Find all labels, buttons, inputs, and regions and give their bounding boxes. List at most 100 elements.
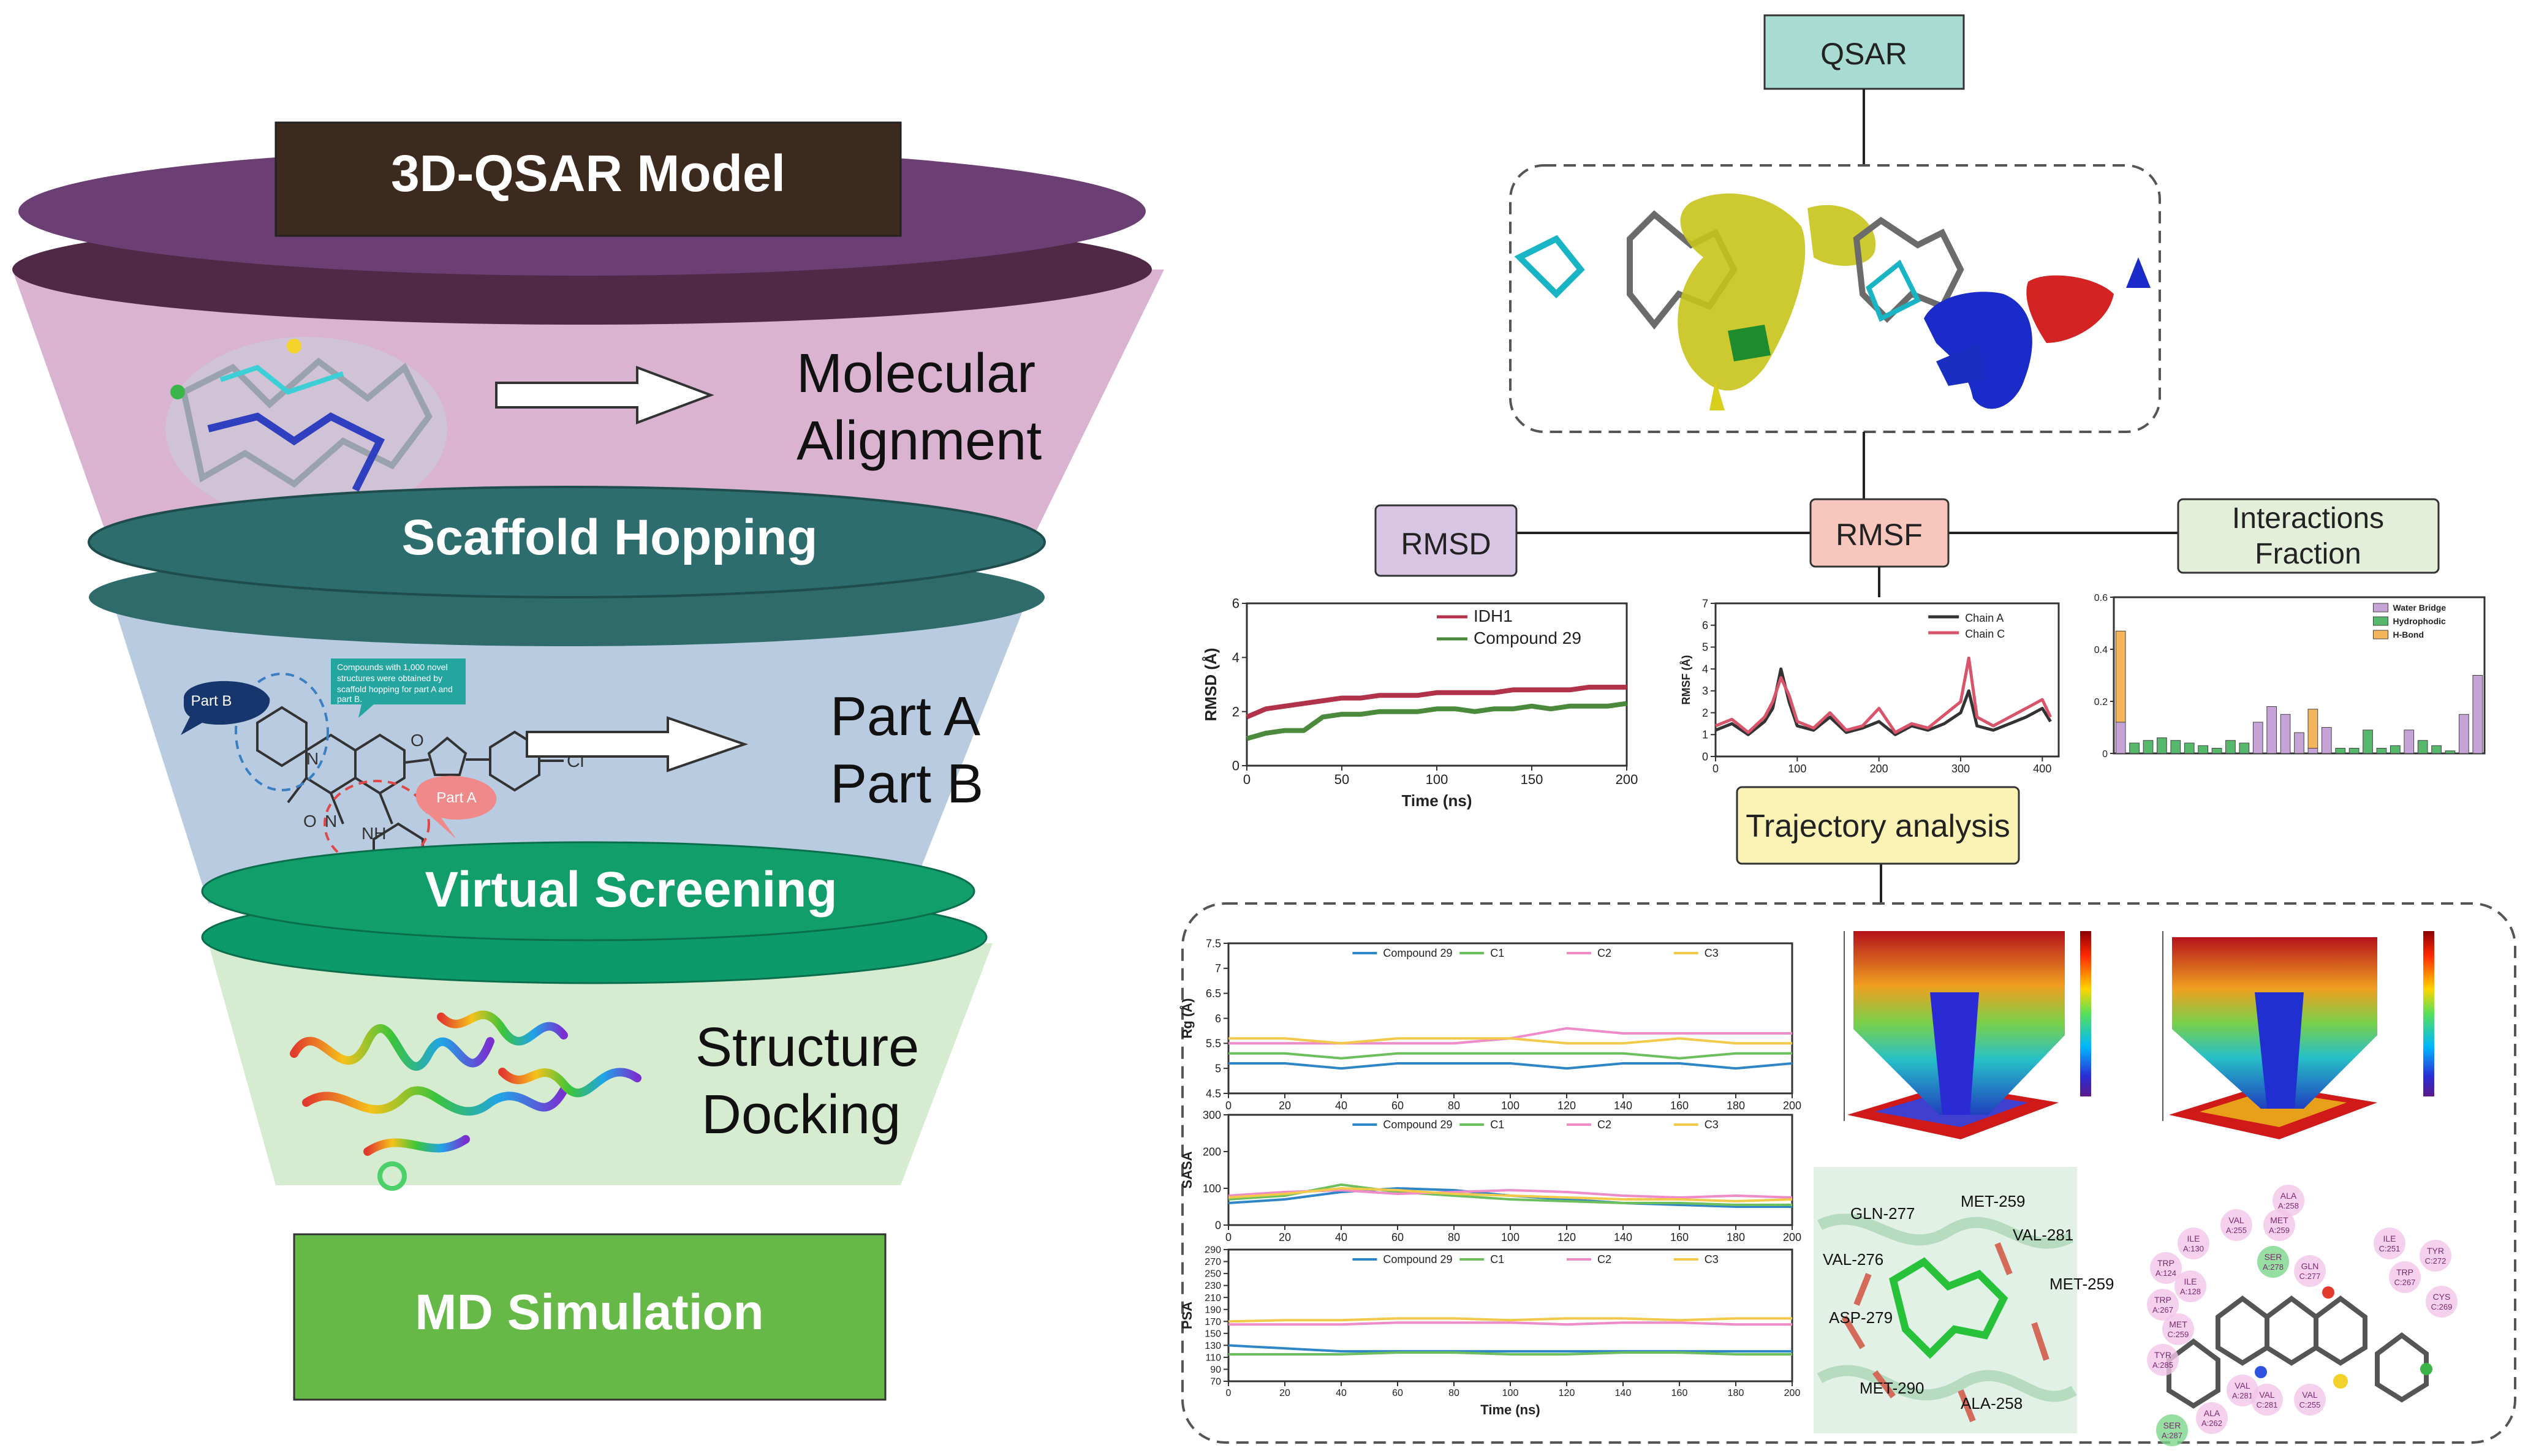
atom-n-2: N bbox=[325, 812, 337, 831]
residue-bubble bbox=[2196, 1402, 2228, 1434]
x-tick-label: 40 bbox=[1335, 1100, 1347, 1112]
y-tick-label: 130 bbox=[1205, 1341, 1221, 1351]
stage3-label-line1: Structure bbox=[695, 1017, 919, 1078]
residue-position: C:255 bbox=[2299, 1400, 2321, 1409]
y-tick-label: 4 bbox=[1232, 650, 1239, 665]
legend-swatch bbox=[2373, 630, 2388, 639]
bar bbox=[2143, 740, 2154, 754]
residue-3d-1: GLN-277 bbox=[1850, 1204, 1915, 1223]
residue-bubble bbox=[2174, 1270, 2206, 1302]
y-tick-label: 6 bbox=[1232, 596, 1239, 611]
arrow-icon bbox=[495, 366, 714, 424]
residue-name: SER bbox=[2265, 1252, 2282, 1262]
protein-loop bbox=[377, 1161, 407, 1191]
scaffold-structure bbox=[256, 706, 564, 884]
y-tick-label: 5 bbox=[1215, 1062, 1221, 1074]
residue-3d-5: MET-259 bbox=[2049, 1275, 2114, 1293]
legend-label: Chain C bbox=[1965, 628, 2005, 640]
y-tick-label: 300 bbox=[1203, 1109, 1221, 1121]
x-tick-label: 200 bbox=[1784, 1388, 1801, 1398]
legend-label: C3 bbox=[1705, 947, 1719, 959]
bar bbox=[2157, 737, 2167, 754]
bar bbox=[2472, 675, 2483, 754]
x-tick-label: 140 bbox=[1614, 1231, 1632, 1243]
residue-name: VAL bbox=[2235, 1381, 2250, 1390]
y-tick-label: 150 bbox=[1205, 1329, 1221, 1339]
electrostatic-contour-map bbox=[1853, 216, 2151, 409]
y-tick-label: 4.5 bbox=[1206, 1087, 1221, 1100]
x-tick-label: 160 bbox=[1670, 1231, 1689, 1243]
x-tick-label: 120 bbox=[1559, 1388, 1575, 1398]
residue-3d-2: MET-259 bbox=[1961, 1192, 2026, 1210]
atom-n-1: N bbox=[306, 749, 319, 768]
interactions-label-line2: Fraction bbox=[2255, 538, 2361, 570]
x-tick-label: 60 bbox=[1391, 1231, 1404, 1243]
residue-bubble bbox=[2420, 1240, 2451, 1272]
interactions-label-line1: Interactions bbox=[2232, 502, 2384, 535]
x-tick-label: 180 bbox=[1727, 1100, 1745, 1112]
residue-bubble bbox=[2156, 1414, 2188, 1446]
bar bbox=[2417, 740, 2428, 754]
plot-frame bbox=[2113, 596, 2486, 755]
part-b-bubble bbox=[181, 681, 270, 735]
protein-ribbon-image bbox=[290, 1010, 641, 1156]
residue-name: ILE bbox=[2184, 1277, 2197, 1286]
x-tick-label: 0 bbox=[1225, 1231, 1232, 1243]
residue-3d-4: VAL-276 bbox=[1823, 1250, 1883, 1269]
x-tick-label: 180 bbox=[1728, 1388, 1744, 1398]
residue-bubble bbox=[2162, 1313, 2194, 1345]
residue-bubble bbox=[2147, 1289, 2179, 1321]
y-tick-label: 3 bbox=[1702, 685, 1708, 697]
plot-frame bbox=[1227, 1114, 1793, 1226]
y-tick-label: 250 bbox=[1205, 1269, 1221, 1280]
residue-bubble bbox=[2374, 1228, 2405, 1259]
residue-position: C:269 bbox=[2431, 1302, 2453, 1311]
residue-position: C:281 bbox=[2257, 1400, 2278, 1409]
residue-3d-3: VAL-281 bbox=[2013, 1226, 2073, 1244]
residue-bubble bbox=[2147, 1344, 2179, 1376]
y-tick-label: 290 bbox=[1205, 1245, 1221, 1256]
series-line bbox=[1228, 1317, 1792, 1323]
x-tick-label: 100 bbox=[1788, 763, 1806, 775]
residue-name: ILE bbox=[2187, 1234, 2200, 1243]
bar bbox=[2294, 732, 2304, 754]
plot-frame bbox=[1714, 602, 2060, 758]
legend-label: C3 bbox=[1705, 1118, 1719, 1131]
bar bbox=[2225, 740, 2236, 754]
x-tick-label: 60 bbox=[1392, 1388, 1403, 1398]
x-tick-label: 60 bbox=[1391, 1100, 1404, 1112]
legend-label: C2 bbox=[1597, 1118, 1611, 1131]
note-line-1: Compounds with 1,000 novel bbox=[337, 662, 448, 672]
y-tick-label: 100 bbox=[1203, 1182, 1221, 1194]
residue-name: MET bbox=[2169, 1319, 2187, 1329]
y-tick-label: 1 bbox=[1702, 729, 1708, 741]
x-tick-label: 0 bbox=[1243, 772, 1251, 787]
residue-bubble bbox=[2389, 1261, 2421, 1293]
x-tick-label: 0 bbox=[1226, 1388, 1232, 1398]
note-line-3: scaffold hopping for part A and bbox=[337, 684, 453, 694]
x-tick-label: 300 bbox=[1951, 763, 1970, 775]
y-tick-label: 7 bbox=[1702, 597, 1708, 609]
x-tick-label: 160 bbox=[1670, 1100, 1689, 1112]
x-tick-label: 150 bbox=[1521, 772, 1543, 787]
aligned-molecules-image bbox=[165, 337, 447, 521]
x-tick-label: 140 bbox=[1614, 1100, 1632, 1112]
y-tick-label: 90 bbox=[1210, 1365, 1221, 1375]
residue-position: A:281 bbox=[2232, 1391, 2253, 1400]
residue-name: VAL bbox=[2302, 1390, 2318, 1400]
note-line-4: part B. bbox=[337, 694, 362, 704]
residue-name: ALA bbox=[2204, 1408, 2220, 1418]
legend-label: Compound 29 bbox=[1383, 947, 1452, 959]
residue-name: TRP bbox=[2396, 1267, 2413, 1277]
y-tick-label: 70 bbox=[1210, 1377, 1221, 1387]
residue-name: VAL bbox=[2228, 1215, 2244, 1225]
legend-label: C1 bbox=[1490, 947, 1504, 959]
trajectory-label: Trajectory analysis bbox=[1746, 809, 2010, 844]
trajectory-box bbox=[1736, 786, 2020, 865]
stage3-title: Virtual Screening bbox=[425, 862, 838, 918]
residue-position: A:128 bbox=[2180, 1287, 2201, 1296]
x-tick-label: 100 bbox=[1501, 1231, 1519, 1243]
